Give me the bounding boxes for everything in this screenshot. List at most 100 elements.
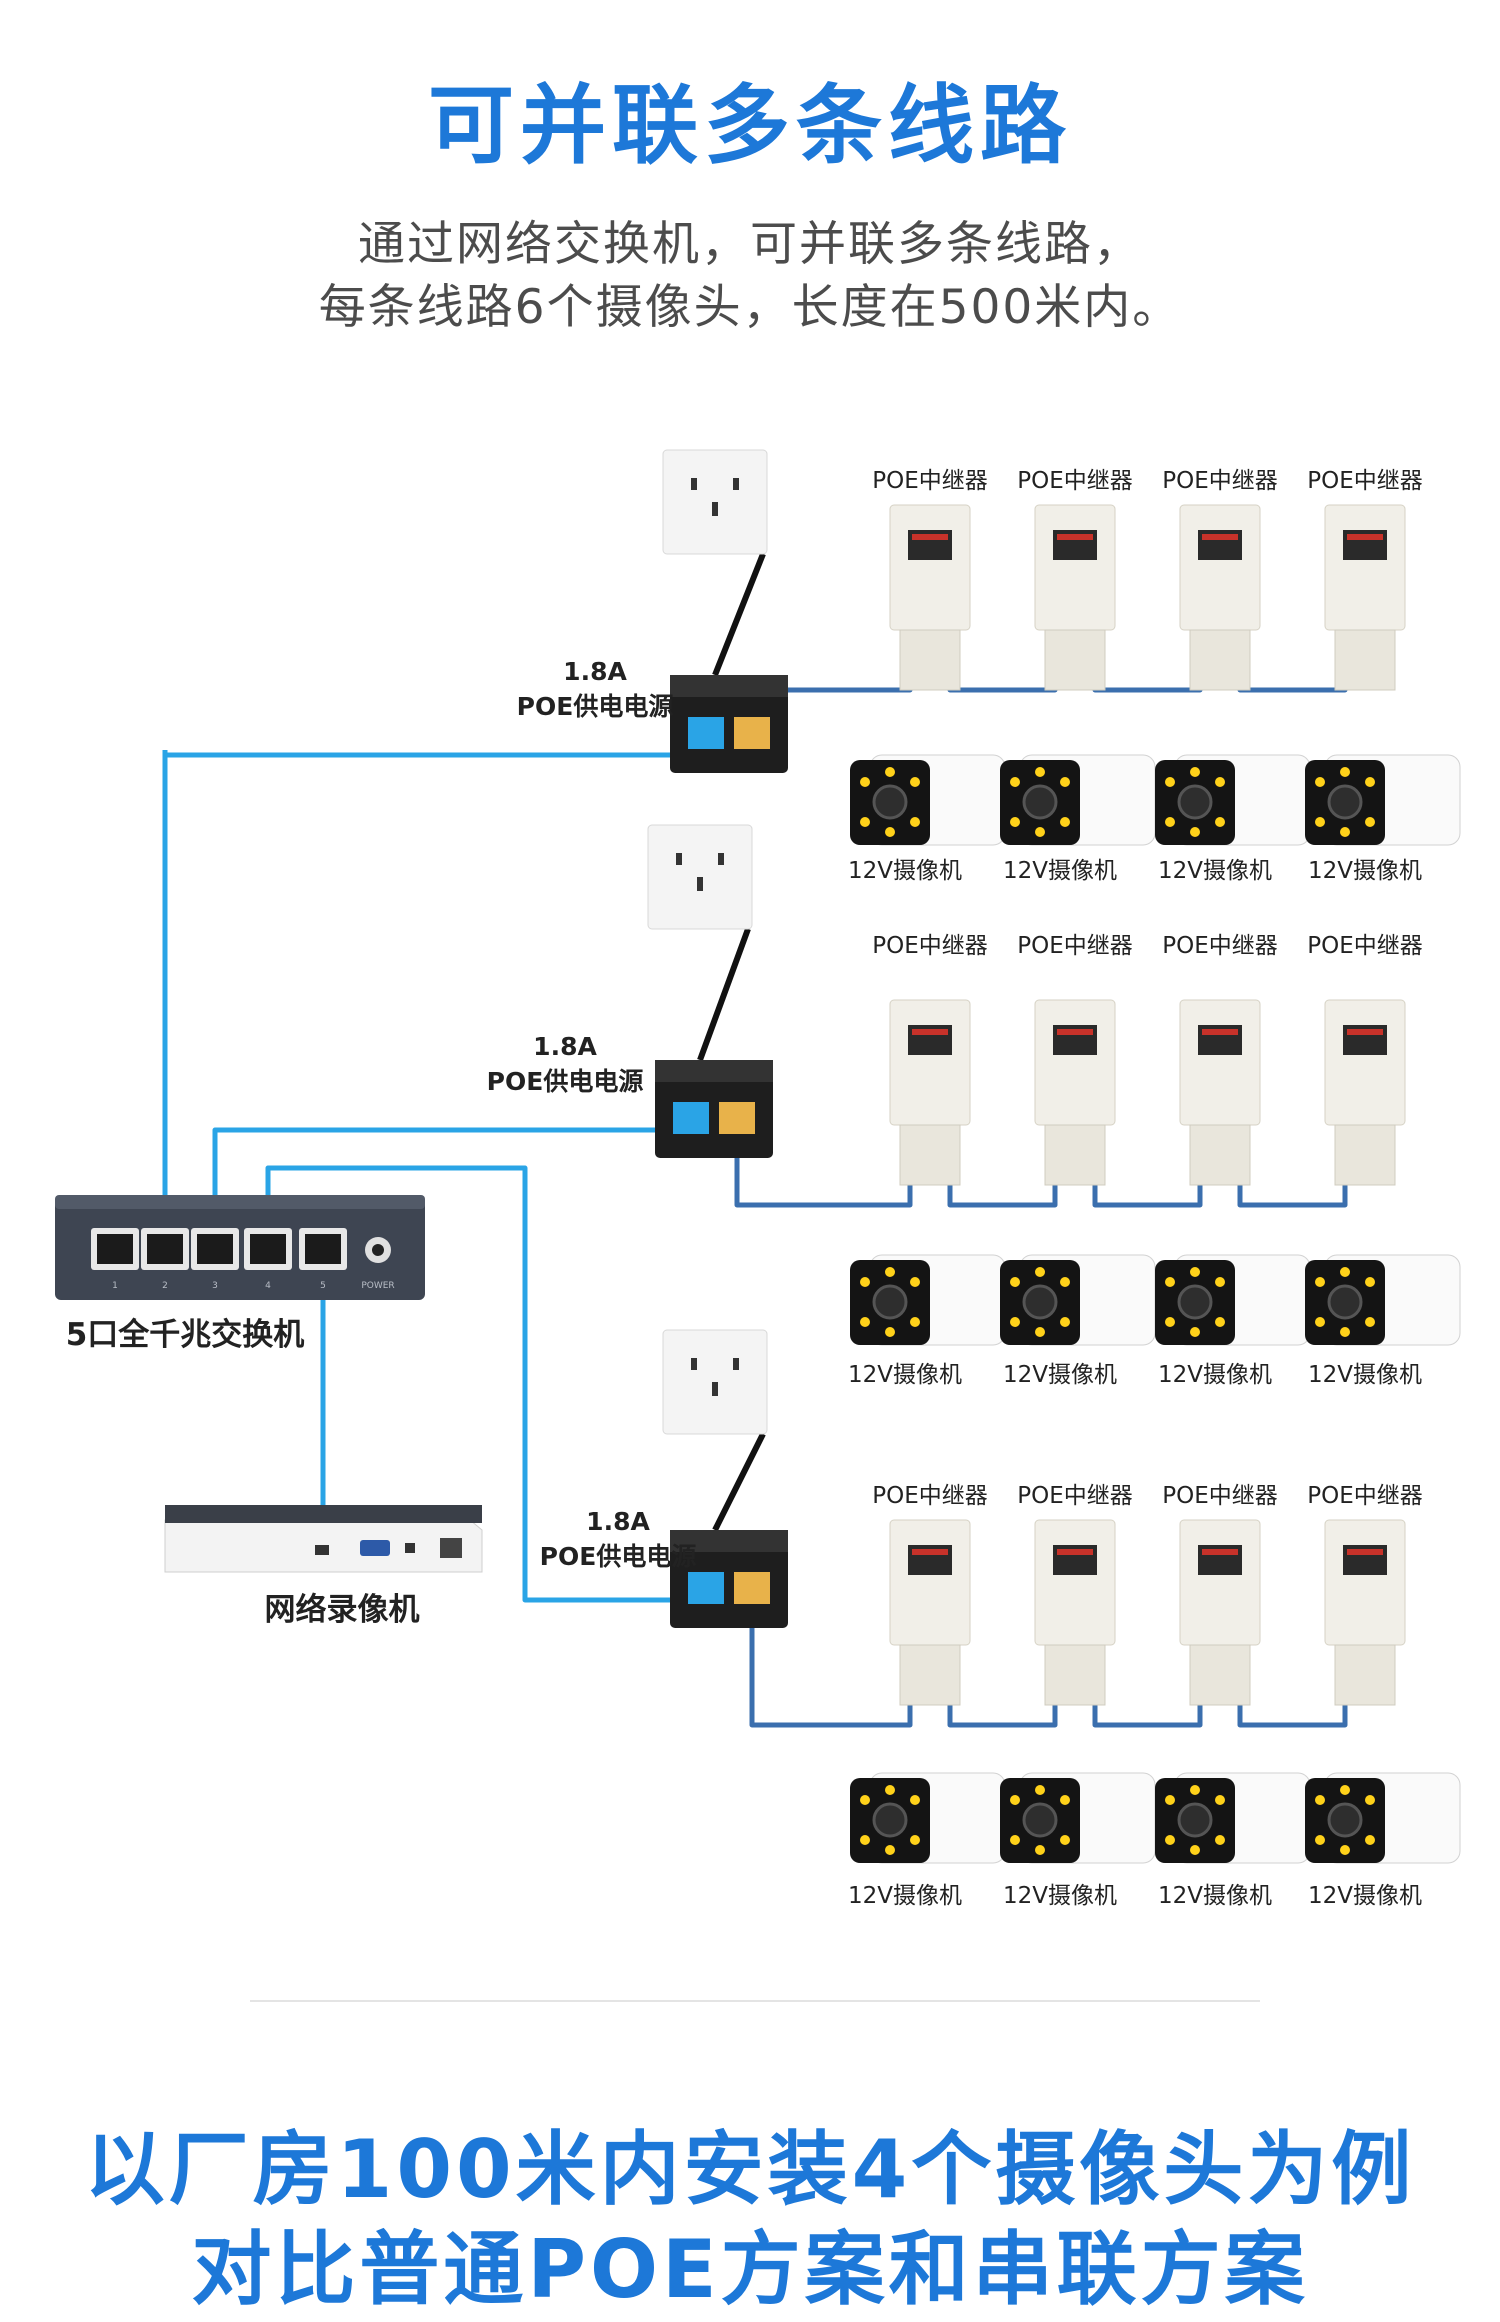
camera-led [1365,1277,1375,1287]
switch-port[interactable]: 5 [299,1228,347,1291]
switch-port-number: 3 [212,1281,218,1291]
repeater-connector-box [1044,1644,1106,1706]
camera[interactable] [1000,754,1156,846]
switch-port[interactable]: 4 [244,1228,292,1291]
repeater-label: POE中继器 [1307,468,1423,494]
poe-repeater[interactable] [1034,999,1116,1186]
camera-lens [1177,784,1213,820]
camera[interactable] [850,754,1006,846]
poe-power-supply[interactable] [670,675,788,773]
poe-repeater[interactable] [1324,504,1406,691]
camera[interactable] [1155,754,1311,846]
camera-label: 12V摄像机 [848,858,962,884]
repeater-label-stripe [912,1029,948,1035]
switch-port-number: 1 [112,1281,118,1291]
poe-power-supply[interactable] [655,1060,773,1158]
camera-led [910,777,920,787]
camera-led [910,1277,920,1287]
switch-port[interactable]: 3 [191,1228,239,1291]
socket-hole [691,478,697,490]
camera[interactable] [1305,754,1461,846]
poe-repeater[interactable] [1324,1519,1406,1706]
poe-power-supply[interactable] [670,1530,788,1628]
switch-power-label: POWER [361,1281,394,1291]
camera[interactable] [1000,1254,1156,1346]
repeater-body [1179,999,1261,1126]
psu-label: POE供电电源 [517,692,674,721]
camera[interactable] [1305,1254,1461,1346]
repeater-connector-box [899,1644,961,1706]
camera-led [1190,1785,1200,1795]
camera-led [1215,1277,1225,1287]
switch-port[interactable]: 2 [141,1228,189,1291]
nvr-recorder[interactable] [164,1505,483,1573]
switch-port[interactable]: 1 [91,1228,139,1291]
wall-socket [662,1329,768,1435]
poe-repeater[interactable] [1179,1519,1261,1706]
repeater-connector-box [1334,629,1396,691]
psu-port-data [688,717,724,749]
camera-lens [1327,1802,1363,1838]
camera-led [1315,1795,1325,1805]
camera[interactable] [1305,1772,1461,1864]
camera-led [1340,767,1350,777]
switch-to-psu-cable [162,752,740,1240]
camera-led [1365,817,1375,827]
camera[interactable] [1155,1254,1311,1346]
camera-label: 12V摄像机 [848,1362,962,1388]
camera-led [1035,767,1045,777]
camera-led [885,1845,895,1855]
camera-led [1190,1845,1200,1855]
camera-led [1215,817,1225,827]
camera-led [860,1835,870,1845]
nvr-vga-port [360,1540,390,1556]
camera-led [1340,1785,1350,1795]
poe-repeater[interactable] [1324,999,1406,1186]
repeater-label: POE中继器 [1162,933,1278,959]
repeater-body [1324,999,1406,1126]
poe-repeater[interactable] [1179,504,1261,691]
camera-lens [1022,1284,1058,1320]
camera[interactable] [1000,1772,1156,1864]
nvr-top [165,1505,482,1523]
camera-led [1060,1835,1070,1845]
camera-led [1340,1845,1350,1855]
camera-led [1190,1327,1200,1337]
psu-top [670,1530,788,1552]
camera-led [1315,1317,1325,1327]
camera[interactable] [850,1254,1006,1346]
nvr-usb-port [405,1543,415,1553]
camera-led [885,767,895,777]
camera-led [1165,1317,1175,1327]
poe-repeater[interactable] [1179,999,1261,1186]
camera-led [1165,817,1175,827]
camera-led [1165,1277,1175,1287]
repeater-connector-box [1044,629,1106,691]
camera-label: 12V摄像机 [1308,1362,1422,1388]
repeater-label: POE中继器 [872,468,988,494]
camera-led [1010,1277,1020,1287]
section-divider [250,2000,1260,2002]
camera-led [1010,1317,1020,1327]
camera-led [1035,827,1045,837]
camera[interactable] [1155,1772,1311,1864]
camera-led [1215,1795,1225,1805]
camera-led [1010,1795,1020,1805]
camera-led [1340,1327,1350,1337]
poe-repeater[interactable] [889,504,971,691]
camera-led [1060,1795,1070,1805]
poe-repeater[interactable] [1034,1519,1116,1706]
poe-repeater[interactable] [889,1519,971,1706]
camera[interactable] [850,1772,1006,1864]
repeater-connector-box [1334,1644,1396,1706]
poe-repeater[interactable] [889,999,971,1186]
camera-led [885,827,895,837]
repeater-connector-box [1189,1644,1251,1706]
camera-led [1365,1835,1375,1845]
page-title: 可并联多条线路 [428,76,1072,176]
camera-led [1060,777,1070,787]
poe-repeater[interactable] [1034,504,1116,691]
socket-hole [733,1358,739,1370]
